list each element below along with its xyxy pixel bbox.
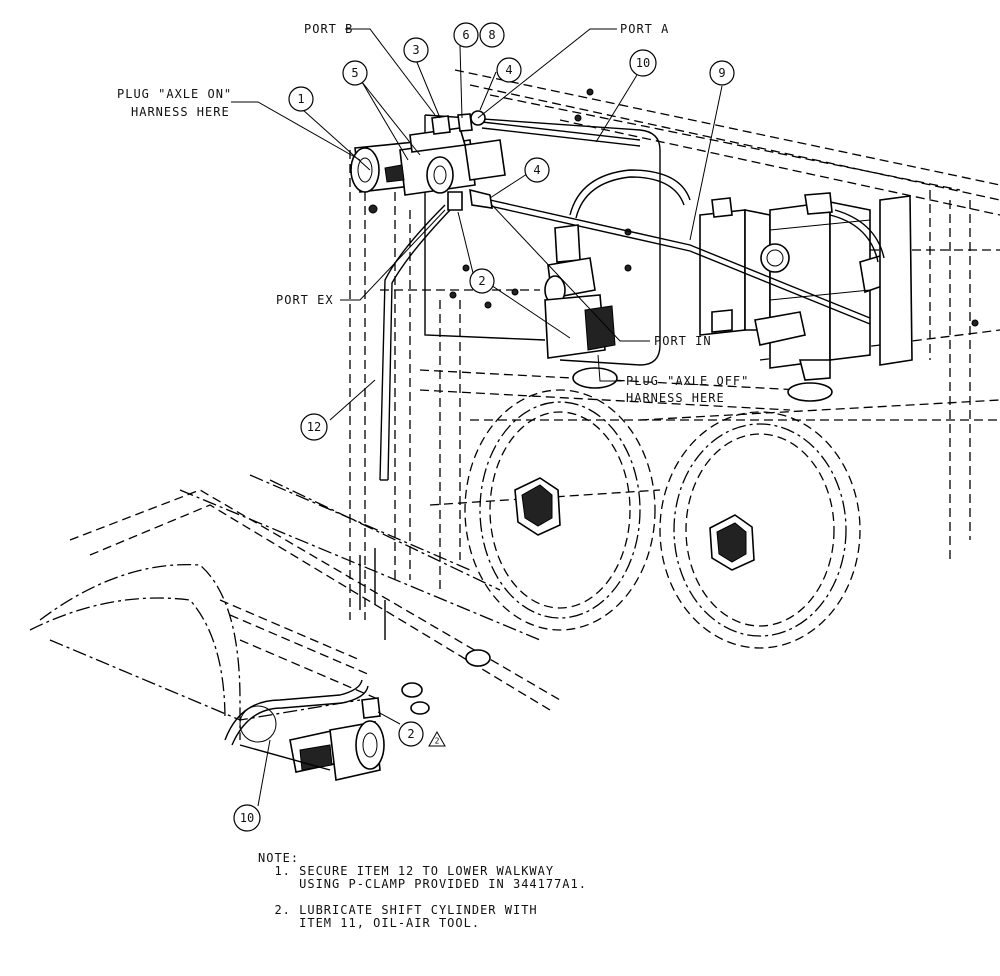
svg-text:12: 12 xyxy=(307,420,321,434)
svg-text:3: 3 xyxy=(412,43,419,57)
item-bubble-4-mid: 4 xyxy=(524,157,550,183)
port-labels: PORT B PORT A PLUG "AXLE ON" HARNESS HER… xyxy=(117,22,749,405)
item-bubble-10-bottom: 10 xyxy=(233,804,261,832)
svg-text:1: 1 xyxy=(297,92,304,106)
solenoid-valve xyxy=(350,110,506,211)
plug-axle-off-label: PLUG "AXLE OFF" xyxy=(626,374,749,388)
port-a-label: PORT A xyxy=(620,22,669,36)
svg-text:10: 10 xyxy=(636,56,650,70)
note-flag-triangle: 2 xyxy=(428,730,446,747)
item-bubble-6: 6 xyxy=(453,22,479,48)
svg-text:8: 8 xyxy=(488,28,495,42)
notes-heading: NOTE: xyxy=(258,851,300,865)
shift-cylinder-upper xyxy=(544,224,618,389)
item-bubble-3: 3 xyxy=(403,37,429,63)
port-in-label: PORT IN xyxy=(654,334,712,348)
air-tubing xyxy=(379,121,885,481)
item-bubble-4-top: 4 xyxy=(496,57,522,83)
note-1-line-2: USING P-CLAMP PROVIDED IN 344177A1. xyxy=(258,877,587,891)
item-bubble-12: 12 xyxy=(300,413,328,441)
item-bubble-5: 5 xyxy=(342,60,368,86)
svg-text:10: 10 xyxy=(240,811,254,825)
svg-text:2: 2 xyxy=(407,727,414,741)
item-bubble-1: 1 xyxy=(288,86,314,112)
port-ex-label: PORT EX xyxy=(276,293,334,307)
item-bubble-8: 8 xyxy=(479,22,505,48)
wheel-right xyxy=(659,411,861,649)
plug-axle-off-harness-label: HARNESS HERE xyxy=(626,391,725,405)
item-bubble-10-top: 10 xyxy=(629,49,657,77)
svg-text:4: 4 xyxy=(505,63,512,77)
item-bubbles: 1 5 3 6 8 4 10 9 4 2 12 2 10 2 xyxy=(233,22,735,832)
wheel-left xyxy=(464,389,656,631)
notes-block: NOTE: 1. SECURE ITEM 12 TO LOWER WALKWAY… xyxy=(258,852,678,930)
svg-text:2: 2 xyxy=(478,274,485,288)
svg-text:5: 5 xyxy=(351,66,358,80)
note-2-line-1: 2. LUBRICATE SHIFT CYLINDER WITH xyxy=(258,903,538,917)
svg-text:4: 4 xyxy=(533,163,540,177)
lower-detail-view xyxy=(29,474,561,781)
svg-text:6: 6 xyxy=(462,28,469,42)
item-bubble-2-bottom: 2 xyxy=(398,721,424,747)
note-1-line-1: 1. SECURE ITEM 12 TO LOWER WALKWAY xyxy=(258,864,555,878)
svg-text:2: 2 xyxy=(435,737,440,746)
item-bubble-2-top: 2 xyxy=(469,268,495,294)
note-2-line-2: ITEM 11, OIL-AIR TOOL. xyxy=(258,916,481,930)
svg-text:9: 9 xyxy=(718,66,725,80)
plug-axle-on-harness-label: HARNESS HERE xyxy=(131,105,230,119)
port-b-label: PORT B xyxy=(304,22,353,36)
item-bubble-9: 9 xyxy=(709,60,735,86)
valve-bank xyxy=(699,192,913,402)
plug-axle-on-label: PLUG "AXLE ON" xyxy=(117,87,232,101)
